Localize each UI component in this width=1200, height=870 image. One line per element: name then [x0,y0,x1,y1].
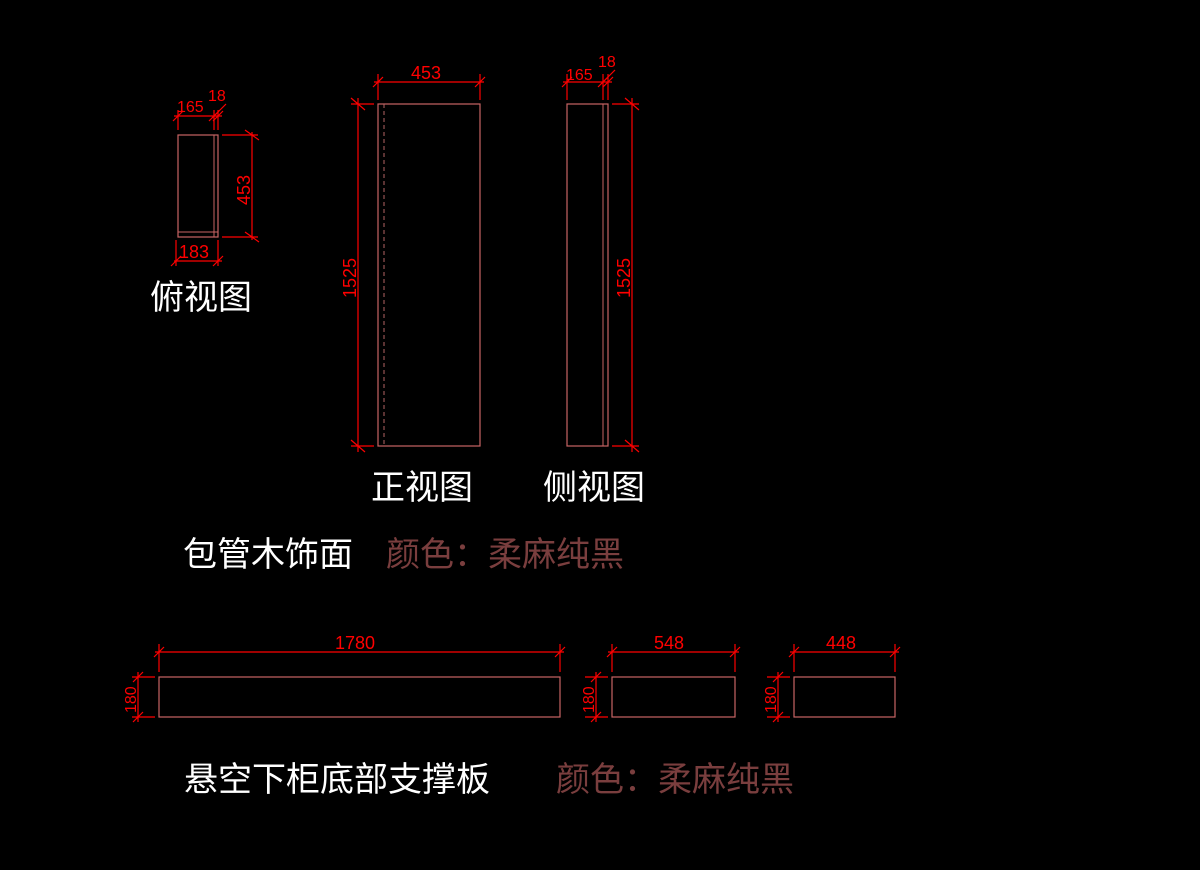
board-1: 1780 180 [123,633,566,723]
top-view-dim-165: 165 [177,99,204,116]
top-view-title: 俯视图 [150,278,252,318]
caption-2-color-note: 颜色：柔麻纯黑 [556,760,794,800]
board-3-dim-height-lines [767,671,790,723]
board-3-outline [793,676,896,718]
board-3-dim-448: 448 [826,633,856,653]
front-view-title: 正视图 [371,468,473,508]
board-2-dim-180: 180 [581,686,598,713]
board-2-dim-548: 548 [654,633,684,653]
side-view-dim-18: 18 [598,54,616,71]
top-view-dim-453: 453 [234,175,254,205]
board-2-dim-height-lines [585,671,608,723]
front-view-dim-453: 453 [411,63,441,83]
dimension-453-top [372,74,486,100]
board-1-dim-180: 180 [123,686,140,713]
board-3-dim-width-lines [788,644,901,672]
dimension-165-top [172,103,227,130]
front-view: 453 1525 正视图 [340,63,486,508]
board-1-outline [158,676,561,718]
side-view-dim-1525: 1525 [614,258,634,298]
board-3: 448 180 [763,633,901,723]
dimension-453-vertical [222,129,260,243]
top-view-outline [177,134,219,238]
side-view-title: 侧视图 [543,468,645,508]
caption-1-name: 包管木饰面 [183,535,353,575]
board-3-dim-180: 180 [763,686,780,713]
dimension-183-bottom [170,240,224,267]
board-1-dim-height-lines [132,671,155,723]
dimension-1525-side [612,97,640,453]
board-1-dim-width-lines [153,644,566,672]
side-view-dim-165: 165 [566,67,593,84]
front-view-outline [377,103,481,447]
side-view-outline [566,103,609,447]
front-view-dim-1525: 1525 [340,258,360,298]
dimension-165-side [561,69,616,100]
board-2-outline [611,676,736,718]
dimension-1525-front [350,97,374,453]
top-view: 165 18 453 183 俯视图 [150,88,260,318]
side-view: 165 18 1525 侧视图 [543,54,645,508]
caption-1-color-note: 颜色：柔麻纯黑 [386,535,624,575]
board-2-dim-width-lines [606,644,741,672]
caption-2-name: 悬空下柜底部支撑板 [184,760,490,800]
top-view-dim-183: 183 [179,242,209,262]
top-view-dim-18: 18 [208,88,226,105]
board-2: 548 180 [581,633,741,723]
board-1-dim-1780: 1780 [335,633,375,653]
